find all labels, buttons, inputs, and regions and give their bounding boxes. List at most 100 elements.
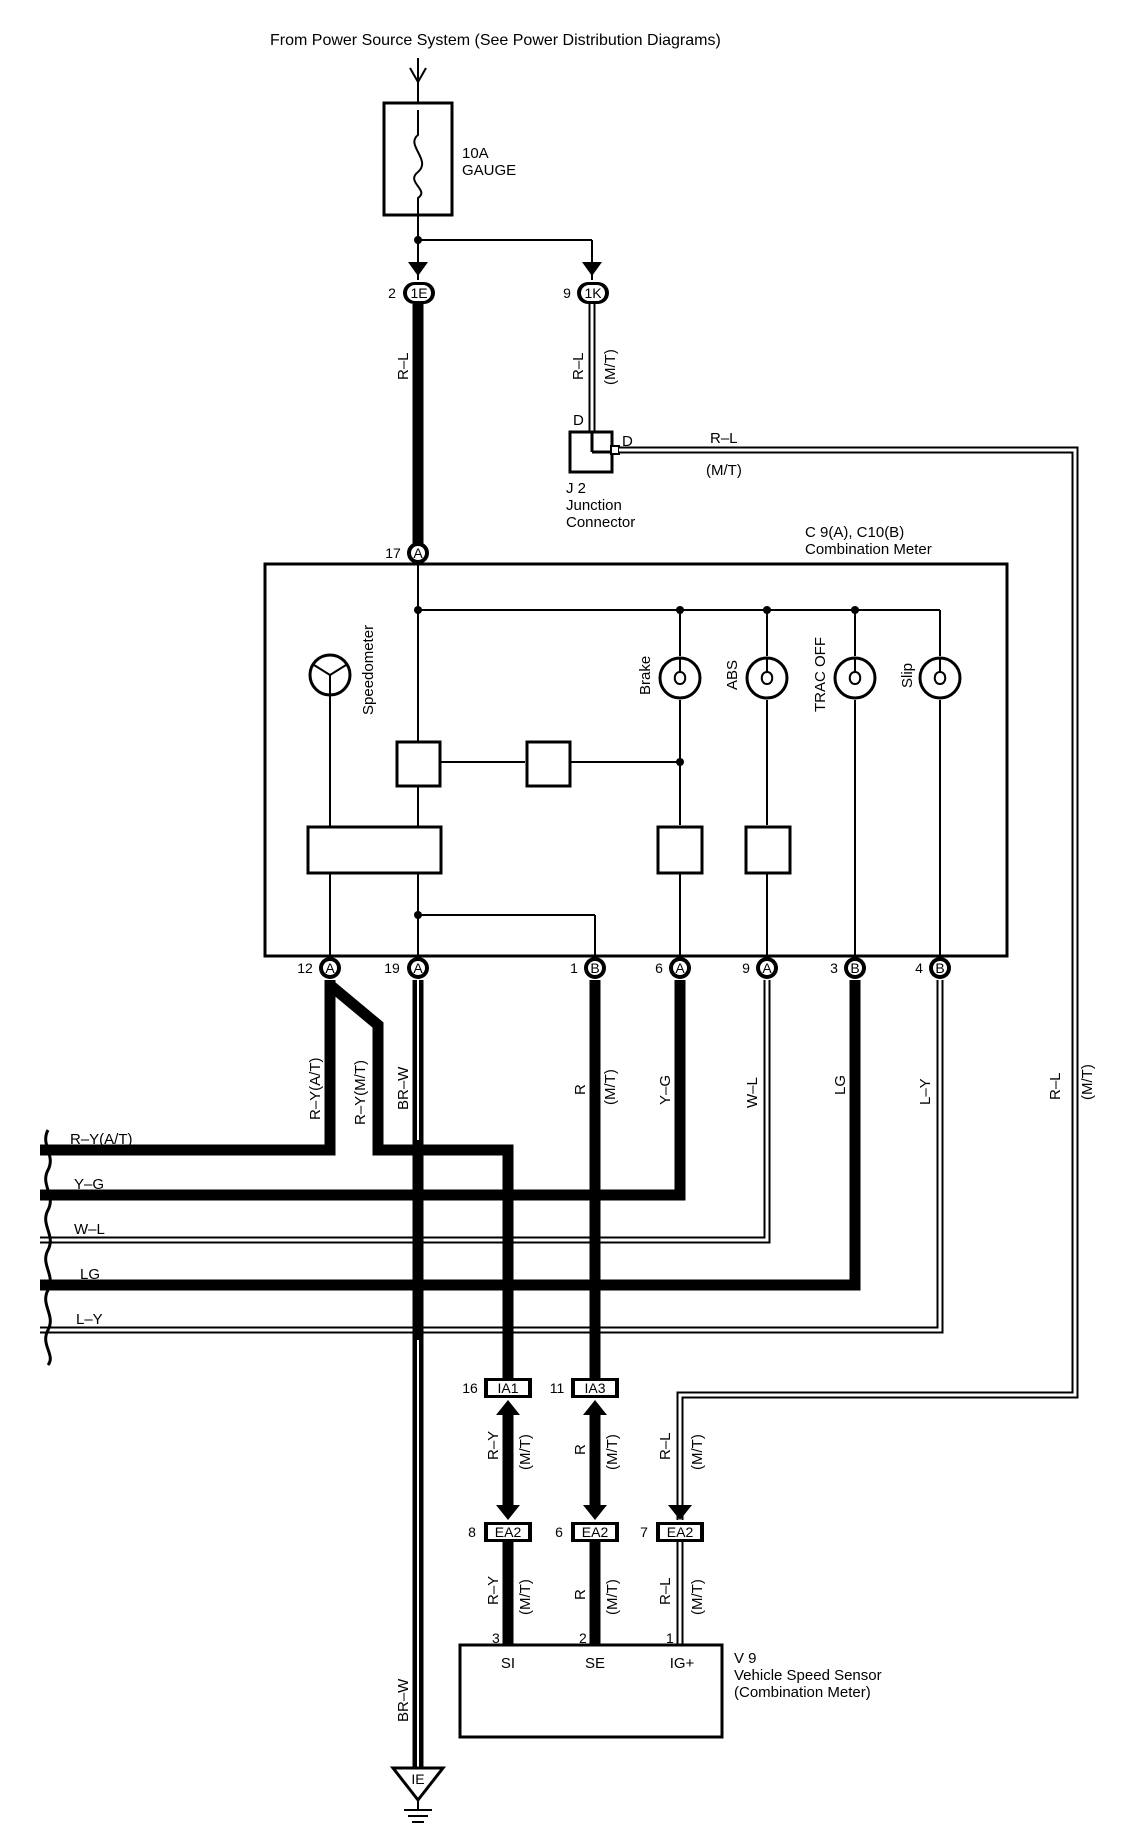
sensor-name-line1: Vehicle Speed Sensor	[734, 1667, 882, 1684]
wire-label-r-l-main: R–L	[395, 352, 412, 380]
meter-name: Combination Meter	[805, 541, 932, 558]
wire-label-r-lower1: R	[572, 1444, 589, 1455]
connector-19a-pin: 19	[384, 960, 400, 976]
wire-label-mt-lower3: (M/T)	[689, 1434, 706, 1470]
connector-12a-pin: 12	[297, 960, 313, 976]
connector-ea2-8: EA2 8	[468, 1522, 532, 1542]
sensor-pin-ig: 1	[666, 1630, 674, 1646]
sensor-terminal-si: SI	[501, 1655, 515, 1672]
fuse-output-wire	[408, 215, 602, 280]
wire-ia-to-ea2	[496, 1400, 692, 1520]
wire-label-mt-lower2: (M/T)	[604, 1434, 621, 1470]
wire-label-r-y-at: R–Y(A/T)	[307, 1057, 324, 1120]
sensor-pin-se: 2	[579, 1630, 587, 1646]
connector-ia3-id: IA3	[584, 1380, 605, 1396]
connector-3b-id: B	[850, 960, 859, 976]
speedometer-icon	[308, 653, 352, 700]
wire-label-r-y-lower1: R–Y	[485, 1431, 502, 1460]
wire-label-mt-right: (M/T)	[1079, 1064, 1096, 1100]
connector-1e-pin: 2	[388, 285, 396, 301]
meter-circuit-box-2	[525, 740, 572, 788]
wire-r-y-at	[40, 980, 336, 1156]
connector-3b-pin: 3	[830, 960, 838, 976]
connector-9a-id: A	[762, 960, 772, 976]
vehicle-speed-sensor-box	[458, 1643, 724, 1739]
wire-lg	[40, 980, 861, 1291]
connector-ia3-pin: 11	[550, 1380, 565, 1396]
left-bus-label-yg: Y–G	[74, 1176, 104, 1193]
combination-meter-box	[263, 562, 1009, 958]
wire-label-r-l-right: R–L	[1047, 1072, 1064, 1100]
lamp-label-abs: ABS	[724, 660, 741, 690]
wire-label-r-y-mt: R–Y(M/T)	[352, 1060, 369, 1125]
wire-label-br-w-bottom: BR–W	[395, 1678, 412, 1722]
wire-label-mt-1k: (M/T)	[602, 349, 619, 385]
sensor-pin-si: 3	[492, 1630, 500, 1646]
wire-label-mt-lower6: (M/T)	[689, 1579, 706, 1615]
lamp-label-trac-off: TRAC OFF	[812, 637, 829, 712]
lamp-label-slip: Slip	[899, 663, 916, 688]
connector-12a: A 12	[297, 957, 341, 979]
meter-id: C 9(A), C10(B)	[805, 524, 904, 541]
wire-y-g	[40, 980, 686, 1201]
connector-4b-id: B	[935, 960, 944, 976]
abs-lamp-icon	[745, 656, 789, 700]
brake-driver-box	[656, 825, 704, 875]
connector-ia3: IA3 11	[550, 1378, 619, 1398]
wire-label-br-w-top: BR–W	[395, 1066, 412, 1110]
power-source-label: From Power Source System (See Power Dist…	[270, 32, 721, 49]
connector-1b-pin: 1	[570, 960, 578, 976]
connector-6a-id: A	[675, 960, 685, 976]
connector-ia1: IA1 16	[462, 1378, 532, 1398]
connector-17a-pin: 17	[385, 545, 401, 561]
connector-9a-pin: 9	[742, 960, 750, 976]
connector-3b: B 3	[830, 957, 866, 979]
connector-ea2-7-id: EA2	[667, 1524, 694, 1540]
connector-1k-pin: 9	[563, 285, 571, 301]
connector-6a: A 6	[655, 957, 691, 979]
connector-1k: 1K 9	[563, 282, 609, 304]
connector-ea2-8-id: EA2	[495, 1524, 522, 1540]
connector-1b-id: B	[590, 960, 599, 976]
wire-label-r-l-d: R–L	[710, 430, 738, 447]
connector-1e-id: 1E	[410, 285, 427, 301]
wire-l-y	[40, 980, 944, 1334]
junction-pin-left: D	[573, 412, 584, 429]
wire-label-r-lower2: R	[572, 1589, 589, 1600]
connector-ea2-7: EA2 7	[640, 1522, 704, 1542]
sensor-id: V 9	[734, 1650, 757, 1667]
wire-label-y-g: Y–G	[657, 1075, 674, 1105]
wire-label-r-l-1k: R–L	[570, 352, 587, 380]
connector-19a-id: A	[413, 960, 423, 976]
wire-label-mt-lower4: (M/T)	[517, 1579, 534, 1615]
left-bus-break	[44, 1129, 52, 1366]
left-bus-label-ry-at: R–Y(A/T)	[70, 1131, 133, 1148]
connector-ea2-6-id: EA2	[582, 1524, 609, 1540]
meter-circuit-box-1	[395, 740, 442, 788]
wire-label-mt-lower5: (M/T)	[604, 1579, 621, 1615]
junction-id: J 2	[566, 480, 586, 497]
junction-pin-right: D	[622, 433, 633, 450]
wire-label-r-l-lower1: R–L	[657, 1432, 674, 1460]
connector-6a-pin: 6	[655, 960, 663, 976]
wire-label-mt-d: (M/T)	[706, 462, 742, 479]
wire-w-l	[40, 980, 771, 1244]
connector-1b: B 1	[570, 957, 606, 979]
left-bus-label-lg: LG	[80, 1266, 100, 1283]
lamp-label-brake: Brake	[637, 656, 654, 695]
connector-ia1-id: IA1	[497, 1380, 518, 1396]
sensor-terminal-se: SE	[585, 1655, 605, 1672]
power-source-arrow	[409, 58, 427, 110]
connector-17a-id: A	[413, 545, 423, 561]
connector-4b: B 4	[915, 957, 951, 979]
fuse-name: GAUGE	[462, 162, 516, 179]
ground-id: IE	[411, 1771, 424, 1787]
connector-ea2-6-pin: 6	[555, 1524, 563, 1540]
fuse-rating: 10A	[462, 145, 489, 162]
wire-label-lg: LG	[832, 1075, 849, 1095]
connector-1e: 1E 2	[388, 282, 435, 304]
connector-4b-pin: 4	[915, 960, 923, 976]
wire-label-l-y: L–Y	[917, 1078, 934, 1105]
connector-19a: A 19	[384, 957, 429, 979]
